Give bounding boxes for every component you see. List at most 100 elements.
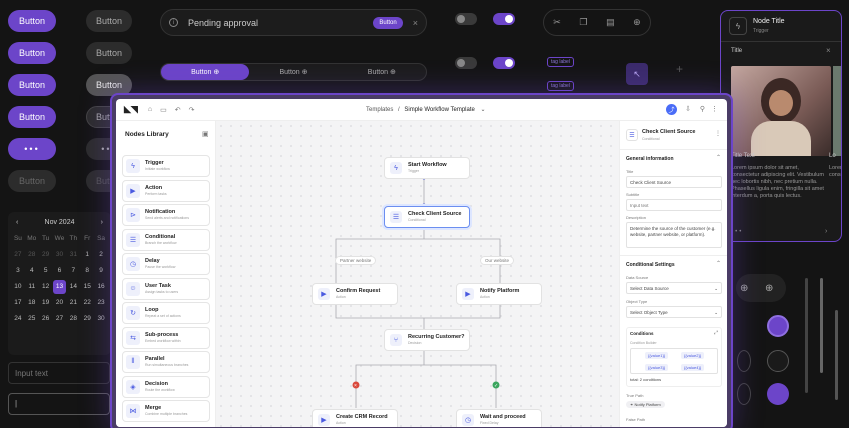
calendar-day[interactable]: 25 <box>28 315 36 322</box>
calendar-day[interactable]: 6 <box>57 267 62 274</box>
scissors-icon[interactable]: ✂ <box>553 17 561 27</box>
book-icon[interactable]: ▣ <box>202 131 209 138</box>
calendar-day[interactable]: 27 <box>55 315 64 322</box>
calendar-day[interactable]: 10 <box>14 283 22 290</box>
next-month-icon[interactable]: › <box>100 218 103 226</box>
button-primary-2[interactable]: Button <box>8 42 56 64</box>
workflow-canvas[interactable]: × ✓ Partner website Our website ϟ Start … <box>216 121 619 427</box>
plus-circle-icon[interactable]: ⊕ <box>633 17 641 27</box>
plus-circle-icon[interactable]: ⊕ <box>765 283 774 294</box>
calendar-day[interactable]: 18 <box>28 299 36 306</box>
slider-track-3[interactable] <box>835 310 838 400</box>
undo-icon[interactable]: ↶ <box>174 106 181 114</box>
radio-selected-1[interactable] <box>767 315 789 337</box>
home-icon[interactable]: ⌂ <box>147 106 153 113</box>
calendar-day[interactable]: 31 <box>69 251 77 258</box>
calendar-day[interactable]: 2 <box>99 251 103 258</box>
redo-icon[interactable]: ↷ <box>188 106 195 114</box>
calendar-day[interactable]: 29 <box>83 315 91 322</box>
folder-icon[interactable]: ▭ <box>160 106 167 114</box>
calendar-day[interactable]: 24 <box>14 315 22 322</box>
pin-icon[interactable]: ⚲ <box>699 106 705 113</box>
calendar-day[interactable]: 14 <box>69 283 77 290</box>
calendar-day[interactable]: 4 <box>29 267 34 274</box>
calendar-day[interactable]: 7 <box>71 267 76 274</box>
cursor-icon[interactable]: ↖ <box>626 63 648 85</box>
section-conditional-settings[interactable]: Conditional Settings <box>626 262 675 268</box>
toggle-on-2[interactable] <box>493 57 515 69</box>
chevron-down-icon[interactable]: ⌄ <box>480 107 486 113</box>
calendar-day[interactable]: 15 <box>83 283 91 290</box>
close-icon[interactable]: × <box>412 17 418 28</box>
calendar-day[interactable]: 9 <box>99 267 103 274</box>
plus-circle-icon[interactable]: ⊕ <box>740 283 749 294</box>
prev-month-icon[interactable]: ‹ <box>16 218 19 226</box>
button-dark-2[interactable]: Button <box>86 42 132 64</box>
description-field[interactable]: Determine the source of the customer (e.… <box>626 222 722 248</box>
radio-partial[interactable] <box>737 350 751 372</box>
calendar-day[interactable]: 27 <box>14 251 22 258</box>
toggle-on-1[interactable] <box>493 13 515 25</box>
segment-3[interactable]: Button ⊕ <box>367 68 396 77</box>
slider-track-2[interactable] <box>820 278 823 373</box>
section-general[interactable]: General information <box>626 156 674 162</box>
segment-1[interactable]: Button ⊕ <box>161 64 250 80</box>
object-type-select[interactable]: Select Object Type⌄ <box>626 306 722 318</box>
calendar-day[interactable]: 22 <box>83 299 91 306</box>
chevron-up-icon[interactable]: ⌃ <box>715 261 721 267</box>
more-icon[interactable]: ⋮ <box>715 131 721 137</box>
subtitle-field[interactable]: Input text <box>626 199 722 211</box>
text-input-focused[interactable]: | <box>8 393 110 415</box>
calendar-day[interactable]: 8 <box>85 267 90 274</box>
calendar-day[interactable]: 17 <box>14 299 22 306</box>
button-primary-3[interactable]: Button <box>8 74 56 96</box>
close-icon[interactable]: × <box>826 46 831 55</box>
data-source-select[interactable]: Select Data Source⌄ <box>626 282 722 294</box>
condition-chip[interactable]: {{value2}} <box>681 352 705 359</box>
button-primary-4[interactable]: Button <box>8 106 56 128</box>
segment-2[interactable]: Button ⊕ <box>279 68 308 77</box>
title-field[interactable]: Check Client Source <box>626 176 722 188</box>
node-recurring-customer[interactable]: ⑂ Recurring Customer?Decision <box>384 329 470 351</box>
slider-track[interactable] <box>805 278 808 393</box>
more-icon[interactable]: ⋮ <box>711 106 718 113</box>
download-icon[interactable]: ⇩ <box>685 106 691 113</box>
button-dark-hover[interactable]: Button <box>86 74 132 96</box>
calendar-day[interactable]: 23 <box>97 299 105 306</box>
text-input[interactable]: Input text <box>8 362 110 384</box>
calendar-day[interactable]: 3 <box>16 267 20 274</box>
calendar-day[interactable]: 11 <box>28 283 36 290</box>
copy-icon[interactable]: ❐ <box>579 17 588 27</box>
toggle-off-1[interactable] <box>455 13 477 25</box>
plus-icon[interactable]: + <box>676 62 684 76</box>
alert-button[interactable]: Button <box>373 16 403 29</box>
calendar-day[interactable]: 21 <box>69 299 77 306</box>
calendar-day[interactable]: 28 <box>28 251 36 258</box>
calendar-day[interactable]: 13 <box>52 280 67 294</box>
condition-chip[interactable]: {{value4}} <box>681 364 705 371</box>
condition-chip[interactable]: {{value3}} <box>645 364 669 371</box>
expand-icon[interactable]: ⤢ <box>713 330 718 336</box>
button-primary-1[interactable]: Button <box>8 10 56 32</box>
clipboard-icon[interactable]: ▤ <box>606 17 615 27</box>
breadcrumb-root[interactable]: Templates <box>366 107 394 113</box>
breadcrumb-current[interactable]: Simple Workflow Template <box>404 107 475 113</box>
radio-selected-2[interactable] <box>767 383 789 405</box>
calendar-day[interactable]: 26 <box>42 315 50 322</box>
toggle-off-2[interactable] <box>455 57 477 69</box>
calendar-day[interactable]: 12 <box>42 283 50 290</box>
